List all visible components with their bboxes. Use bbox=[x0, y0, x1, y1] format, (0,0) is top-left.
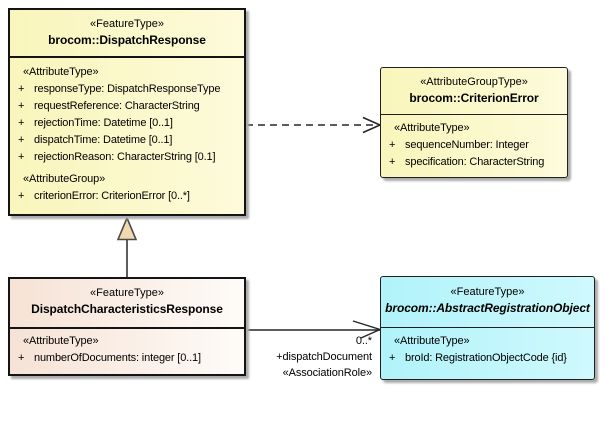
class-body: «AttributeType» + broId: RegistrationObj… bbox=[381, 328, 594, 367]
class-header: «FeatureType» brocom::DispatchResponse bbox=[10, 10, 244, 58]
attribute-row: + specification: CharacterString bbox=[384, 154, 564, 171]
attribute-section-label: «AttributeType» bbox=[394, 335, 470, 347]
attribute-text: broId: RegistrationObjectCode {id} bbox=[405, 352, 567, 364]
attribute-section-label: «AttributeType» bbox=[23, 335, 99, 347]
stereotype-label: «FeatureType» bbox=[90, 18, 164, 30]
class-abstract-registration-object: «FeatureType» brocom::AbstractRegistrati… bbox=[380, 276, 595, 380]
attribute-row: + criterionError: CriterionError [0..*] bbox=[13, 188, 241, 205]
attribute-text: sequenceNumber: Integer bbox=[405, 139, 529, 151]
attribute-text: responseType: DispatchResponseType bbox=[34, 83, 221, 95]
class-name: brocom::AbstractRegistrationObject bbox=[385, 301, 590, 315]
class-name: brocom::CriterionError bbox=[409, 91, 539, 105]
visibility-plus: + bbox=[18, 190, 25, 202]
attribute-text: criterionError: CriterionError [0..*] bbox=[34, 190, 190, 202]
visibility-plus: + bbox=[18, 117, 25, 129]
association-role-name: +dispatchDocument bbox=[276, 351, 372, 363]
class-header: «FeatureType» brocom::AbstractRegistrati… bbox=[381, 277, 594, 328]
dependency-arrow bbox=[246, 116, 382, 134]
class-header: «AttributeGroupType» brocom::CriterionEr… bbox=[381, 68, 567, 115]
attribute-row: + requestReference: CharacterString bbox=[13, 98, 241, 115]
class-body: «AttributeType» + responseType: Dispatch… bbox=[10, 58, 244, 205]
attribute-text: rejectionTime: Datetime [0..1] bbox=[34, 117, 173, 129]
attribute-row: + dispatchTime: Datetime [0..1] bbox=[13, 132, 241, 149]
attribute-text: numberOfDocuments: integer [0..1] bbox=[34, 352, 201, 364]
attribute-row: + sequenceNumber: Integer bbox=[384, 137, 564, 154]
attribute-text: specification: CharacterString bbox=[405, 156, 545, 168]
class-dispatch-response: «FeatureType» brocom::DispatchResponse «… bbox=[8, 8, 246, 216]
visibility-plus: + bbox=[18, 352, 25, 364]
attribute-row: + numberOfDocuments: integer [0..1] bbox=[13, 350, 241, 367]
visibility-plus: + bbox=[18, 151, 25, 163]
association-end-labels: 0..* +dispatchDocument «AssociationRole» bbox=[180, 333, 372, 381]
class-dispatch-characteristics-response: «FeatureType» DispatchCharacteristicsRes… bbox=[8, 277, 246, 376]
class-body: «AttributeType» + numberOfDocuments: int… bbox=[10, 329, 244, 367]
attribute-row: + broId: RegistrationObjectCode {id} bbox=[384, 350, 591, 367]
visibility-plus: + bbox=[389, 139, 396, 151]
attribute-row: + rejectionTime: Datetime [0..1] bbox=[13, 115, 241, 132]
visibility-plus: + bbox=[389, 352, 396, 364]
stereotype-label: «AttributeGroupType» bbox=[420, 76, 528, 88]
attribute-section-label: «AttributeType» bbox=[23, 66, 99, 78]
class-name: DispatchCharacteristicsResponse bbox=[31, 302, 223, 316]
class-criterion-error: «AttributeGroupType» brocom::CriterionEr… bbox=[380, 67, 568, 178]
visibility-plus: + bbox=[18, 100, 25, 112]
class-header: «FeatureType» DispatchCharacteristicsRes… bbox=[10, 279, 244, 329]
generalization-arrow bbox=[116, 215, 138, 277]
association-stereotype: «AssociationRole» bbox=[282, 367, 373, 379]
visibility-plus: + bbox=[389, 156, 396, 168]
stereotype-label: «FeatureType» bbox=[450, 286, 525, 298]
attribute-text: rejectionReason: CharacterString [0.1] bbox=[34, 151, 216, 163]
class-name: brocom::DispatchResponse bbox=[48, 33, 206, 47]
attribute-group-section-label: «AttributeGroup» bbox=[23, 173, 106, 185]
stereotype-label: «FeatureType» bbox=[90, 287, 164, 299]
attribute-row: + responseType: DispatchResponseType bbox=[13, 81, 241, 98]
association-multiplicity: 0..* bbox=[355, 335, 372, 347]
visibility-plus: + bbox=[18, 134, 25, 146]
visibility-plus: + bbox=[18, 83, 25, 95]
attribute-section-label: «AttributeType» bbox=[394, 122, 470, 134]
attribute-text: dispatchTime: Datetime [0..1] bbox=[34, 134, 173, 146]
class-body: «AttributeType» + sequenceNumber: Intege… bbox=[381, 115, 567, 171]
attribute-text: requestReference: CharacterString bbox=[34, 100, 200, 112]
attribute-row: + rejectionReason: CharacterString [0.1] bbox=[13, 149, 241, 166]
